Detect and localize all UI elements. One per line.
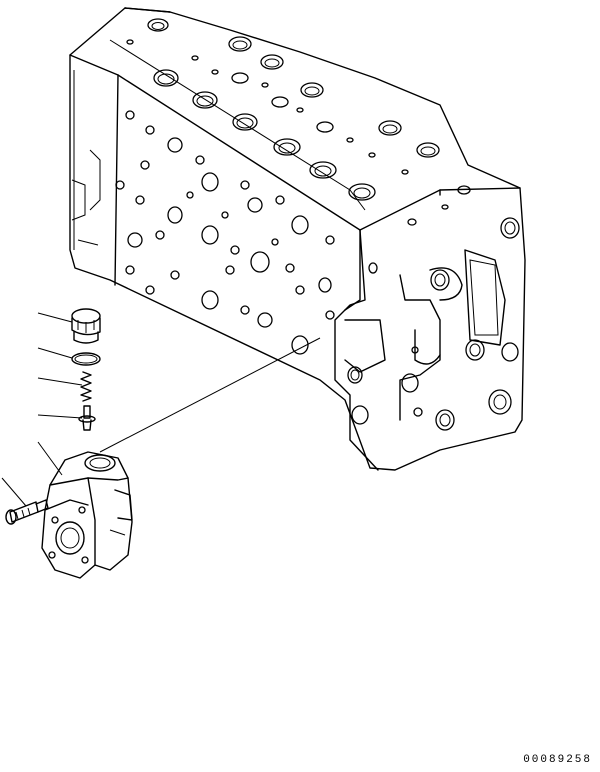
- poppet: [78, 405, 96, 431]
- assembly-line: [99, 337, 321, 453]
- o-ring: [71, 352, 101, 366]
- front-face-holes: [115, 110, 335, 355]
- spring: [80, 371, 92, 402]
- control-valve-block: [69, 7, 526, 471]
- bolt: [5, 499, 49, 525]
- leader-lines: [1, 312, 83, 507]
- valve-body: [41, 451, 133, 579]
- drawing-reference-number: 00089258: [523, 754, 592, 766]
- plug: [71, 308, 101, 344]
